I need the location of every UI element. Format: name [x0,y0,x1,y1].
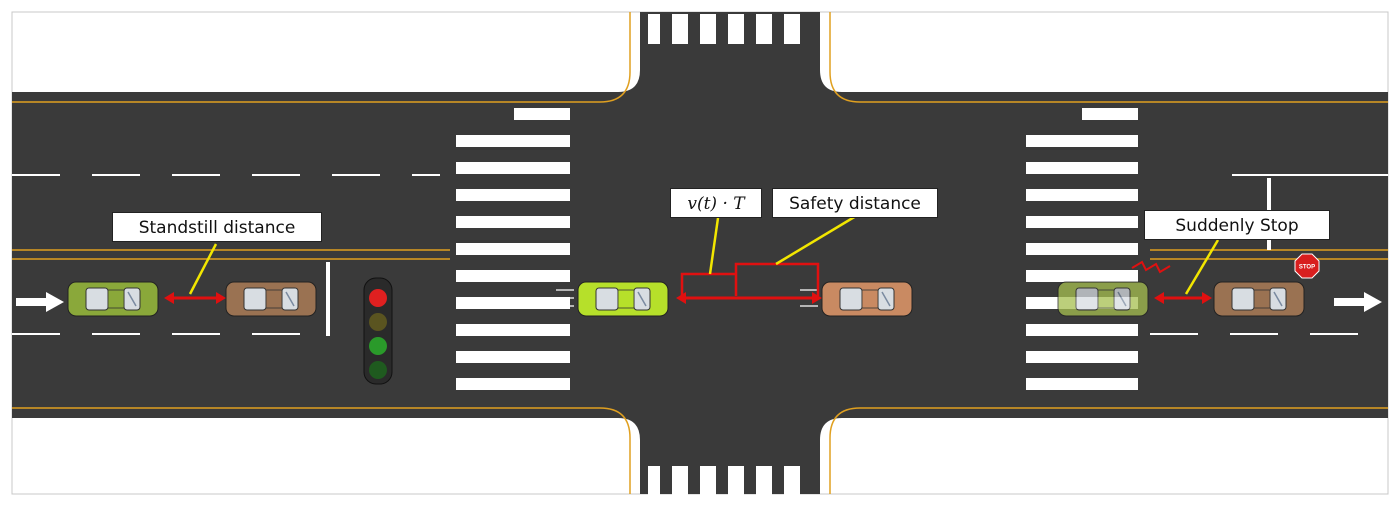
car-brown-left [225,281,317,317]
crosswalk-right [1026,108,1138,403]
formula-label: v(t) · T [670,188,762,218]
leader-line [188,243,218,295]
leader-line [1184,239,1220,295]
cross-road [618,12,842,494]
safety-distance-label: Safety distance [772,188,938,218]
sudden-stop-gap-arrow [1154,292,1212,304]
standstill-gap-arrow [164,292,226,304]
curb [829,12,1388,103]
car-faded-right [1057,281,1149,317]
car-lime-center [556,281,669,317]
stop-line [326,262,330,336]
crash-zigzag-icon [1131,260,1171,274]
crosswalk-left [456,108,570,403]
road [12,12,1388,494]
suddenly-stop-label: Suddenly Stop [1144,210,1330,240]
crosswalk-top [648,14,808,44]
standstill-distance-label: Standstill distance [112,212,322,242]
car-brown-right [1213,281,1305,317]
crosswalk-bottom [648,466,808,496]
stop-sign-icon: STOP [1294,253,1320,279]
leader-line [775,214,857,266]
stop-sign-text: STOP [1299,265,1315,271]
car-tan-center [800,281,913,317]
curb [829,407,1388,494]
curb [12,12,631,103]
right-arrow-icon [1334,292,1382,312]
traffic-light-icon [363,277,393,385]
curb [12,407,631,494]
right-arrow-icon [16,292,64,312]
car-olive-left [67,281,159,317]
leader-line [708,217,720,275]
